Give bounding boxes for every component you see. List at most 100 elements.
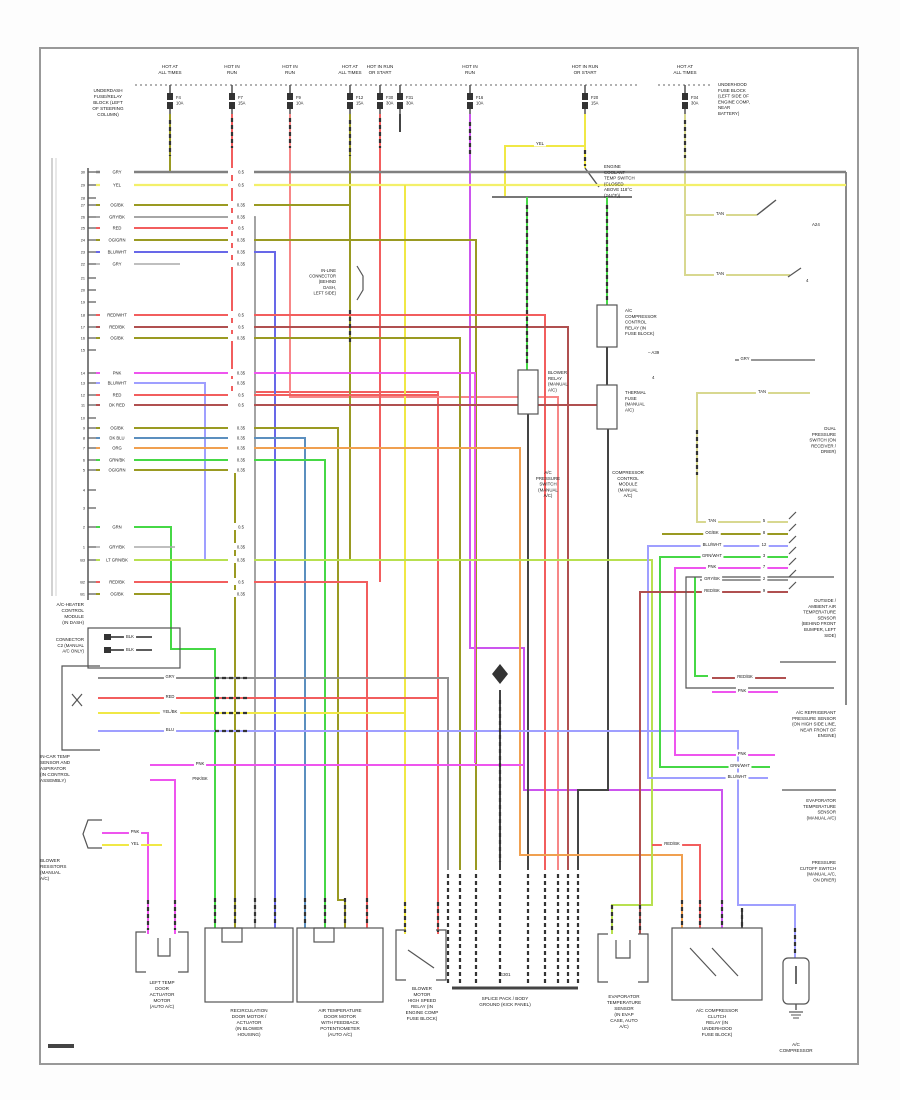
label-bg [760,574,768,582]
label-bg [228,424,254,431]
label-bg [100,213,134,220]
module-pin-number: 6 [83,459,85,463]
wire-color-label: OG/BK [110,203,123,208]
wire-gauge-label: 0.5 [238,226,244,231]
label-bg [735,686,749,694]
module-pin-number: 23 [81,251,85,255]
label-bg [228,168,254,175]
conn-tick [788,523,797,532]
label-bg [228,248,254,255]
label-bg [713,269,727,277]
component-box [671,927,763,1001]
inline-device [517,369,539,415]
label-bg [705,516,719,524]
module-pin-number: B2 [80,581,85,585]
label-bg [533,139,547,147]
wire-color-label: GRN/BK [109,458,125,463]
wire-color-label: TAN [758,389,766,394]
label-bg [228,444,254,451]
label-bg [100,424,134,431]
module-pin-number: 15 [81,349,85,353]
wire-gauge-label: 0.35 [237,592,246,597]
module-pin-number: 28 [81,197,85,201]
wire-color-label: 3 [763,553,766,558]
label-bg [189,774,211,782]
module-pin-number: 19 [81,301,85,305]
label-bg [228,578,254,585]
fuse-drop [289,114,559,870]
module-pin-number: 13 [81,382,85,386]
sensor-bracket [61,665,100,751]
fuse-element [347,102,353,109]
wire-gauge-label: 0.35 [237,203,246,208]
label-bg [755,387,769,395]
wire-color-label: 5 [763,518,766,523]
label-bg [228,260,254,267]
wire-color-label: PNK [738,751,747,756]
wire-color-label: BLU/WHT [728,774,747,779]
conn-tick [788,535,797,544]
fuse-element [582,93,588,100]
label-bg [228,236,254,243]
label-bg [725,772,749,780]
label-bg [228,213,254,220]
label-bg [228,543,254,550]
wire-color-label: 9 [763,588,766,593]
wire-gauge-label: 0.35 [237,558,246,563]
component-label: G301 [499,972,511,977]
label-bg [100,444,134,451]
conn-tick [788,557,797,566]
wire-color-label: GRY [113,170,122,175]
wire-color-label: GRY/BK [109,215,125,220]
wire-color-label: PNK [131,829,140,834]
wire-color-label: RED/BK [109,580,125,585]
pin-square [104,634,111,640]
wire-color-label: OG/GRN [109,238,126,243]
inner-notch [313,927,335,943]
label-bg [100,590,134,597]
inline-conn-arc [356,265,364,301]
label-bg [100,181,134,188]
label-bg [701,574,723,582]
label-bg [760,551,768,559]
connector-box [87,627,181,669]
label-bg [159,707,181,715]
wire-color-label: RED/WHT [107,313,127,318]
wire-gauge-label: 0.5 [238,525,244,530]
fuse-element [229,102,235,109]
module-pin-number: 27 [81,204,85,208]
label-bg [128,827,142,835]
wire-color-label: TAN [708,518,716,523]
sensor-inner [615,940,631,959]
wire-color-label: YEL [536,141,545,146]
wire-color-label: 12 [762,542,767,547]
label-bg [100,311,134,318]
module-pin-number: 30 [81,171,85,175]
wire-color-label: BLU/WHT [108,381,127,386]
label-bg [100,466,134,473]
wire-gauge-label: 0.35 [237,458,246,463]
module-pin-number: 14 [81,372,85,376]
wire-color-label: TAN [716,211,724,216]
wire-color-label: GRN/WHT [730,763,750,768]
conn-tick [788,581,797,590]
bundle-row [674,567,788,756]
wire-gauge-label: 0.35 [237,545,246,550]
module-pin-number: 26 [81,216,85,220]
label-bg [100,168,134,175]
module-pin-number: 7 [83,447,85,451]
fuse-drop [684,114,790,276]
label-bg [760,516,768,524]
label-bg [705,562,719,570]
